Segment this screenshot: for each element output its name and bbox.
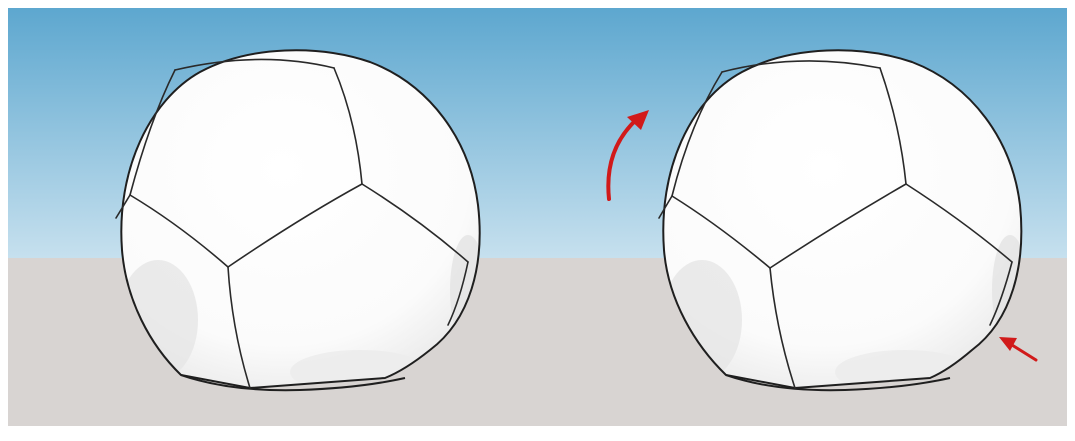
ball-right — [659, 50, 1028, 394]
ball-left — [116, 50, 486, 394]
